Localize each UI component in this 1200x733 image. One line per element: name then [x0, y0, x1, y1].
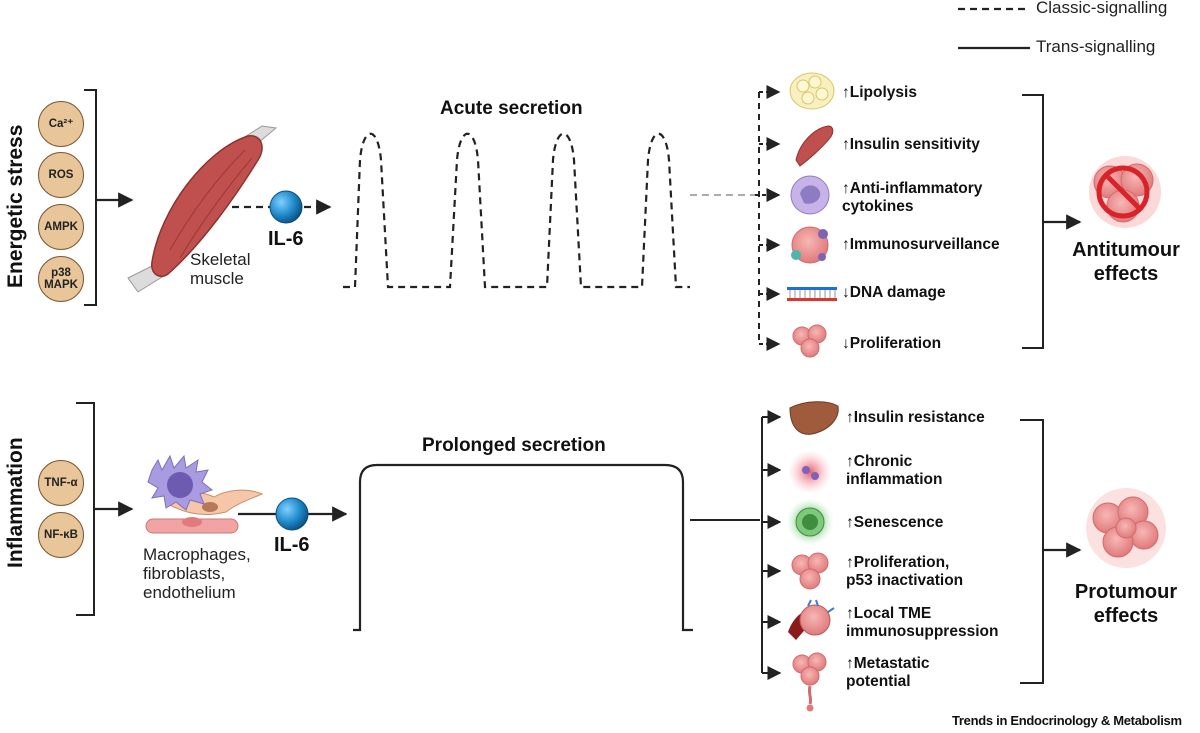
tumour-cells-small-icon	[792, 324, 827, 358]
tumour-mass-icon	[1086, 488, 1166, 568]
inhibited-tumour-icon	[1089, 156, 1161, 228]
effect-tme-immunosuppression: ↑Local TME immunosuppression	[846, 605, 999, 640]
legend-trans-label: Trans-signalling	[1036, 37, 1156, 56]
immune-attack-icon	[791, 226, 829, 264]
effect-anti-inflammatory: ↑Anti-inflammatory cytokines	[842, 180, 983, 215]
bottom-signal-bracket	[76, 402, 95, 616]
effect-metastatic-potential: ↑Metastatic potential	[846, 655, 930, 690]
inflammation-glow-icon	[788, 450, 832, 494]
signal-badge-tnf: TNF-α	[38, 460, 84, 506]
metastatic-tumour-icon	[792, 652, 827, 712]
signal-badge-ros: ROS	[38, 152, 84, 198]
il6-molecule-bottom	[275, 497, 309, 531]
top-effects-bracket	[1022, 94, 1044, 349]
effect-dna-damage: ↓DNA damage	[842, 284, 946, 301]
adipocyte-icon	[789, 72, 835, 110]
signal-badge-p38-mapk: p38 MAPK	[38, 256, 84, 302]
muscle-small-icon	[795, 125, 834, 167]
protumour-effects-label: Protumour effects	[1074, 581, 1178, 627]
il6-molecule-top	[269, 190, 303, 224]
macrophage-fibroblast-icon	[145, 454, 264, 534]
effect-insulin-sensitivity: ↑Insulin sensitivity	[842, 136, 980, 153]
effect-immunosurveillance: ↑Immunosurveillance	[842, 236, 1000, 253]
prolonged-secretion-title: Prolonged secretion	[422, 435, 606, 456]
signal-badge-ca: Ca²⁺	[38, 101, 84, 147]
inflammation-label: Inflammation	[4, 437, 27, 568]
liver-icon	[789, 401, 839, 435]
il6-label-top: IL-6	[268, 228, 304, 250]
dna-icon	[787, 287, 837, 301]
tumour-microenvironment-icon	[788, 599, 835, 640]
signal-badge-nfkb: NF-κB	[38, 512, 84, 558]
bottom-effects-bracket	[1020, 419, 1044, 684]
energetic-stress-label: Energetic stress	[4, 124, 27, 288]
signal-badge-ampk: AMPK	[38, 204, 84, 250]
proliferating-tumour-icon	[791, 552, 829, 590]
prolonged-secretion-curve	[353, 463, 693, 632]
skeletal-muscle-icon	[127, 125, 278, 293]
effect-proliferation-down: ↓Proliferation	[842, 335, 942, 352]
journal-credit: Trends in Endocrinology & Metabolism	[952, 713, 1182, 728]
effect-chronic-inflammation: ↑Chronic inflammation	[846, 453, 943, 488]
acute-secretion-curve	[343, 132, 690, 289]
il6-label-bottom: IL-6	[274, 534, 310, 556]
legend-classic-label: Classic-signalling	[1036, 0, 1168, 17]
senescent-cell-icon	[786, 498, 834, 546]
effect-insulin-resistance: ↑Insulin resistance	[846, 409, 985, 426]
effect-lipolysis: ↑Lipolysis	[842, 84, 917, 101]
cell-source-label: Macrophages, fibroblasts, endothelium	[143, 545, 251, 603]
skeletal-muscle-label: Skeletal muscle	[190, 250, 251, 289]
top-signal-bracket	[84, 89, 97, 306]
acute-secretion-title: Acute secretion	[440, 98, 583, 119]
lymphocyte-icon	[790, 175, 830, 215]
antitumour-effects-label: Antitumour effects	[1072, 239, 1180, 285]
effect-proliferation-up: ↑Proliferation, p53 inactivation	[846, 554, 964, 589]
effect-senescence: ↑Senescence	[846, 514, 944, 531]
